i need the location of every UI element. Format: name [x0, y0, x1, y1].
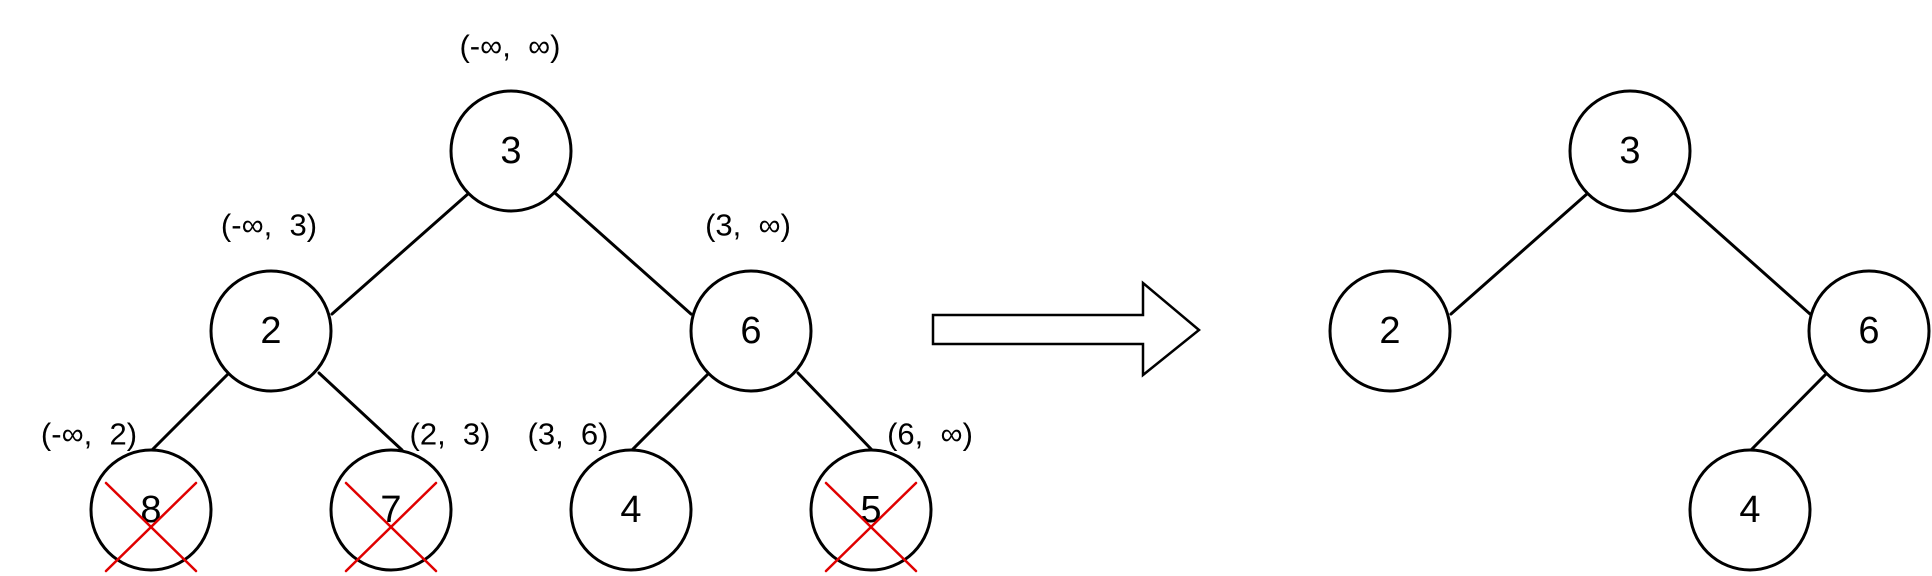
tree-node: 4	[1688, 448, 1812, 572]
range-label: (6, ∞)	[887, 417, 973, 452]
edge-3-2	[330, 191, 471, 316]
node-label: 4	[1739, 489, 1760, 531]
tree-node: 3	[1568, 89, 1692, 213]
right-arrow-icon	[931, 280, 1201, 378]
node-circle	[1807, 269, 1931, 393]
tree-node-removed: 5	[809, 448, 933, 572]
edge-6-4	[630, 371, 711, 452]
right-tree-edges	[1449, 191, 1829, 452]
tree-node: 2	[1328, 269, 1452, 393]
node-label: 7	[380, 489, 401, 531]
cross-mark-icon	[824, 481, 918, 573]
left-tree-edges	[150, 191, 874, 452]
node-circle	[809, 448, 933, 572]
node-circle	[569, 448, 693, 572]
range-label: (3, ∞)	[705, 208, 791, 243]
range-label: (3, 6)	[528, 417, 609, 452]
tree-node: 6	[1807, 269, 1931, 393]
node-label: 6	[1858, 310, 1879, 352]
edge-6-4	[1749, 371, 1829, 452]
range-label: (2, 3)	[410, 417, 491, 452]
edge-3-6	[553, 191, 693, 316]
tree-node-removed: 8	[89, 448, 213, 572]
node-label: 4	[620, 489, 641, 531]
node-label: 6	[740, 310, 761, 352]
node-circle	[1328, 269, 1452, 393]
node-circle	[689, 269, 813, 393]
node-circle	[1688, 448, 1812, 572]
node-label: 2	[1379, 310, 1400, 352]
node-circle	[209, 269, 333, 393]
edge-2-8	[150, 371, 231, 452]
edge-3-6	[1672, 191, 1812, 316]
edge-2-7	[317, 371, 404, 452]
cross-mark-icon	[104, 481, 198, 573]
node-circle	[1568, 89, 1692, 213]
range-labels: (-∞, ∞) (-∞, 3) (3, ∞) (-∞, 2) (2, 3) (3…	[41, 29, 973, 452]
range-label: (-∞, 3)	[221, 208, 317, 243]
node-circle	[449, 89, 573, 213]
right-tree-nodes: 3 2 6 4	[1328, 89, 1931, 572]
tree-node: 6	[689, 269, 813, 393]
removal-marks	[104, 481, 918, 573]
range-label: (-∞, 2)	[41, 417, 137, 452]
range-label: (-∞, ∞)	[459, 29, 560, 64]
node-circle	[89, 448, 213, 572]
node-label: 2	[260, 310, 281, 352]
tree-node: 4	[569, 448, 693, 572]
node-label: 3	[500, 130, 521, 172]
node-label: 5	[860, 489, 881, 531]
edge-6-5	[796, 371, 874, 452]
tree-node: 3	[449, 89, 573, 213]
tree-node: 2	[209, 269, 333, 393]
node-label: 3	[1619, 130, 1640, 172]
node-label: 8	[140, 489, 161, 531]
edge-3-2	[1449, 191, 1590, 316]
node-circle	[329, 448, 453, 572]
left-tree-nodes: 3 2 6 8 7 4 5	[89, 89, 933, 572]
cross-mark-icon	[344, 481, 438, 573]
tree-node-removed: 7	[329, 448, 453, 572]
